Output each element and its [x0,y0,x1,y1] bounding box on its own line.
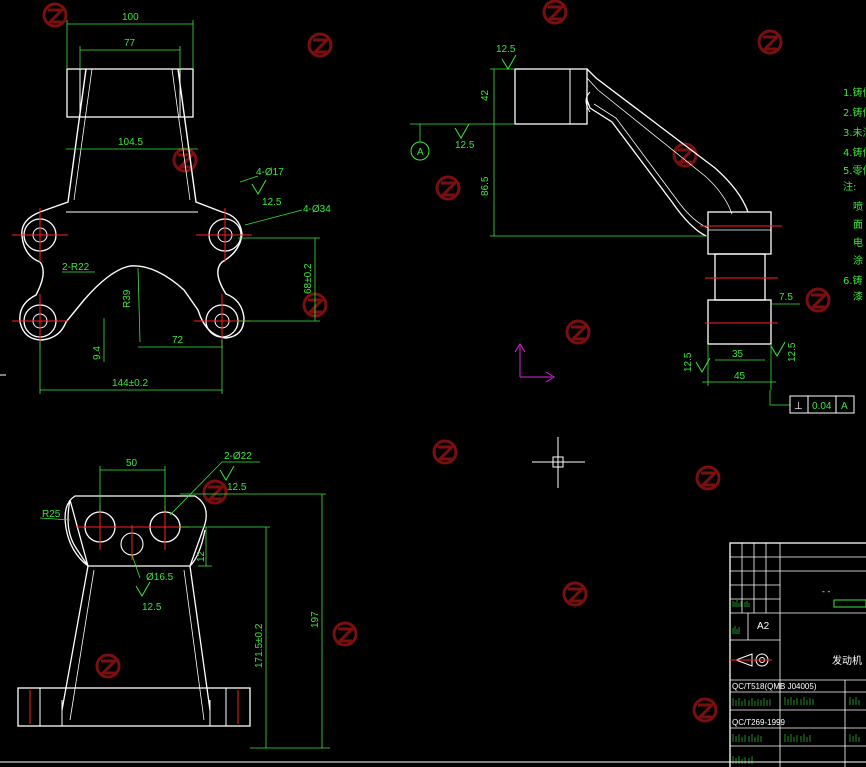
dim-hole-spacing: 50 [126,458,138,469]
note-sub-1: 喷 [853,201,863,213]
note-sub-4: 涂 [853,254,863,267]
roughness-symbols-side [454,54,786,373]
roughness-value-top: 12.5 [496,44,516,55]
svg-text:- -: - - [822,587,830,596]
tolerance-symbol: ⊥ [794,401,803,412]
dim-bottom-total: 144±0.2 [112,378,149,389]
roughness-value-left: 12.5 [683,352,694,372]
technical-notes: 1.铸件 2.铸件 3.未注 4.铸件 5.零件 注: 喷 面 电 涂 6.铸 … [843,86,866,303]
dim-right-small: 7.5 [779,292,793,303]
note-sub-5: 漆 [853,290,863,303]
dim-height-inner: 171.5±0.2 [254,623,265,668]
part-name: 发动机 [832,654,862,667]
roughness-value-datum: 12.5 [455,140,475,151]
dim-top-height: 42 [480,89,491,101]
dim-top-inner: 77 [124,38,136,49]
note-sub-2: 面 [853,220,863,231]
crosshair-cursor-icon[interactable] [532,437,585,488]
dim-center-hole: Ø16.5 [146,572,174,583]
note-line-6: 6.铸 [843,274,863,287]
dim-top-width: 100 [122,12,139,23]
title-block: - - [729,542,866,767]
projection-symbol-icon [730,653,772,667]
dim-two-holes: 2-Ø22 [224,451,252,462]
datum-label: A [417,147,424,158]
note-sub-label: 注: [843,180,856,193]
note-line-4: 4.铸件 [843,146,866,159]
dim-width-outer: 45 [734,371,746,382]
note-line-3: 3.未注 [843,126,866,139]
roughness-symbol-front [251,179,267,195]
roughness-value-holes: 12.5 [227,482,247,493]
dim-offset: 12 [196,550,207,562]
dim-four-holes-small: 4-Ø17 [256,167,284,178]
watermarks [42,0,831,723]
sheet-size: A2 [757,621,770,632]
dim-height-total: 197 [310,611,321,628]
dim-bottom-inner: 72 [172,335,184,346]
note-line-5: 5.零件 [843,165,866,177]
bottom-view [17,461,330,749]
dim-arch-radius: R39 [122,289,133,308]
note-line-1: 1.铸件 [843,86,866,99]
dim-radius: R25 [42,509,61,520]
note-line-2: 2.铸件 [843,106,866,119]
roughness-value-hole: 12.5 [262,197,282,208]
dim-fillet: 2-R22 [62,262,90,273]
tolerance-datum: A [841,401,848,412]
standard-2: QC/T269-1999 [732,718,785,727]
roughness-value-right: 12.5 [787,342,798,362]
dim-width-inner: 35 [732,349,744,360]
tolerance-value: 0.04 [812,401,832,412]
dim-four-holes-large: 4-Ø34 [303,204,331,215]
dim-hole-vertical: 68±0.2 [303,263,314,294]
ucs-axis-icon [514,343,555,383]
standard-1: QC/T518(QMB J04005) [732,682,817,691]
note-sub-3: 电 [853,236,863,249]
front-view [12,20,320,394]
side-view [410,54,855,414]
dim-side-height: 86.5 [480,176,491,196]
roughness-value-center: 12.5 [142,602,162,613]
dim-small-height: 9.4 [92,346,103,360]
dim-waist: 104.5 [118,137,143,148]
